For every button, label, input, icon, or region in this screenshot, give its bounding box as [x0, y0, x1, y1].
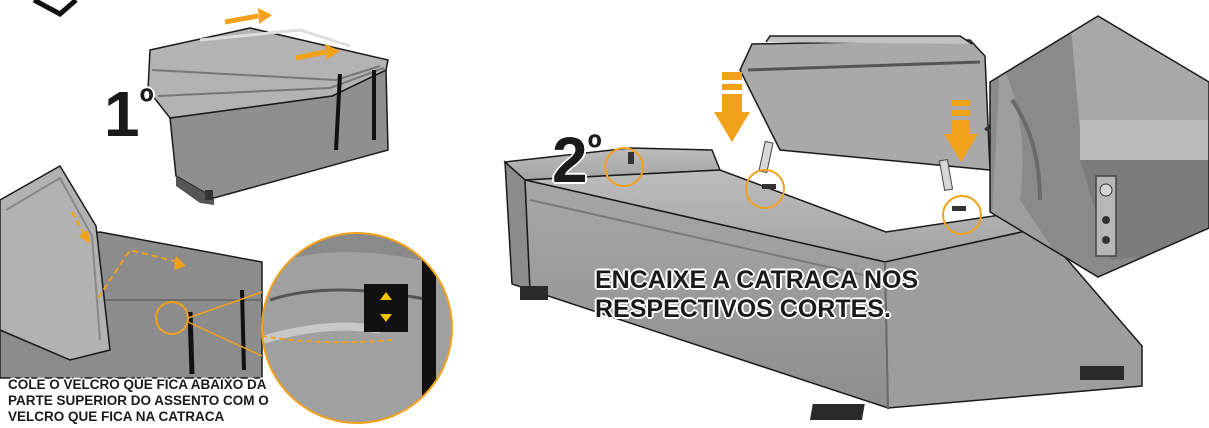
- caption-line: COLE O VELCRO QUE FICA ABAIXO DA: [8, 377, 267, 392]
- step2-ordinal: º: [587, 126, 602, 170]
- step1-ordinal: º: [139, 80, 154, 124]
- check-mark-icon: [32, 0, 78, 18]
- highlight-circle-icon: [604, 147, 644, 187]
- magnifier-circle-icon: [261, 232, 453, 424]
- highlight-circle-icon: [942, 195, 982, 235]
- zoom-hexagon-icon: [989, 15, 1209, 278]
- caption-line: RESPECTIVOS CORTES.: [595, 295, 891, 323]
- highlight-circle-icon: [745, 169, 785, 209]
- arrow-down-icon: [714, 72, 750, 142]
- step1-label: 1º: [104, 82, 154, 146]
- ratchet-instruction-caption: ENCAIXE A CATRACA NOS RESPECTIVOS CORTES…: [595, 266, 995, 324]
- caption-line: ENCAIXE A CATRACA NOS: [595, 266, 919, 294]
- step1-number: 1: [104, 78, 140, 150]
- arrow-right-icon: [224, 13, 259, 25]
- step2-label: 2º: [552, 128, 602, 192]
- arrow-right-icon: [295, 49, 326, 61]
- step1-sofa-illustration: [147, 8, 389, 205]
- arrow-down-icon: [944, 100, 978, 162]
- velcro-sofa-illustration: [0, 164, 263, 379]
- caption-line: VELCRO QUE FICA NA CATRACA: [8, 409, 225, 424]
- velcro-instruction-caption: COLE O VELCRO QUE FICA ABAIXO DA PARTE S…: [8, 377, 378, 425]
- arrow-down-icon: [79, 230, 90, 244]
- step2-number: 2: [552, 124, 588, 196]
- caption-line: PARTE SUPERIOR DO ASSENTO COM O: [8, 393, 269, 408]
